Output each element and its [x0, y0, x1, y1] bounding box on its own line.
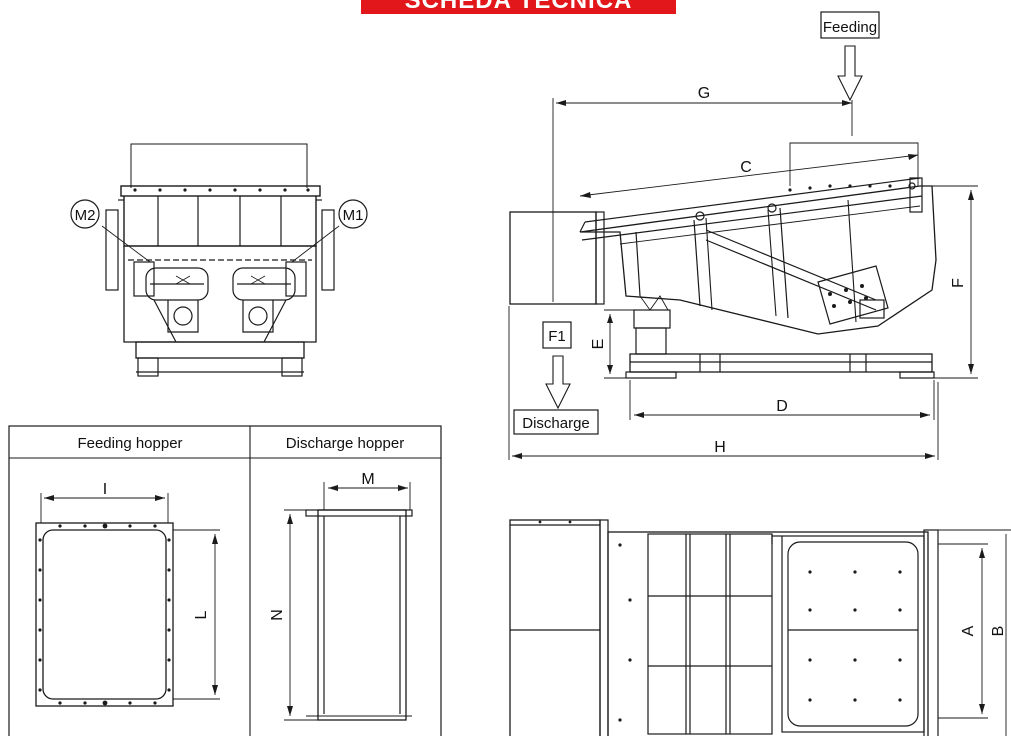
table-discharge-hopper: Discharge hopper [286, 435, 404, 452]
motor-right [232, 267, 296, 333]
dim-c: C [740, 159, 752, 176]
front-view [70, 143, 368, 377]
dim-h: H [714, 439, 726, 456]
dim-f: F [950, 278, 967, 288]
rivet-dots [38, 184, 902, 722]
side-view [508, 11, 978, 460]
hopper-table [8, 425, 442, 736]
arrow-down-icon [545, 355, 571, 410]
label-feeding: Feeding [823, 19, 877, 36]
dim-n: N [269, 609, 286, 621]
dim-e: E [590, 339, 607, 350]
dim-d: D [776, 398, 788, 415]
dim-l: L [193, 610, 210, 619]
label-m1: M1 [343, 207, 364, 224]
label-f1: F1 [548, 328, 566, 345]
dim-b: B [990, 626, 1007, 637]
dim-g: G [698, 85, 710, 102]
motor-left [145, 267, 209, 333]
dim-i: I [103, 481, 107, 498]
label-discharge: Discharge [522, 415, 590, 432]
dim-m: M [361, 471, 374, 488]
table-feeding-hopper: Feeding hopper [77, 435, 182, 452]
dim-a: A [960, 625, 977, 636]
banner-title: SCHEDA TECNICA [361, 0, 676, 14]
arrow-down-icon [837, 45, 863, 102]
top-view [509, 519, 1011, 736]
label-m2: M2 [75, 207, 96, 224]
title-banner: SCHEDA TECNICA [361, 0, 676, 14]
